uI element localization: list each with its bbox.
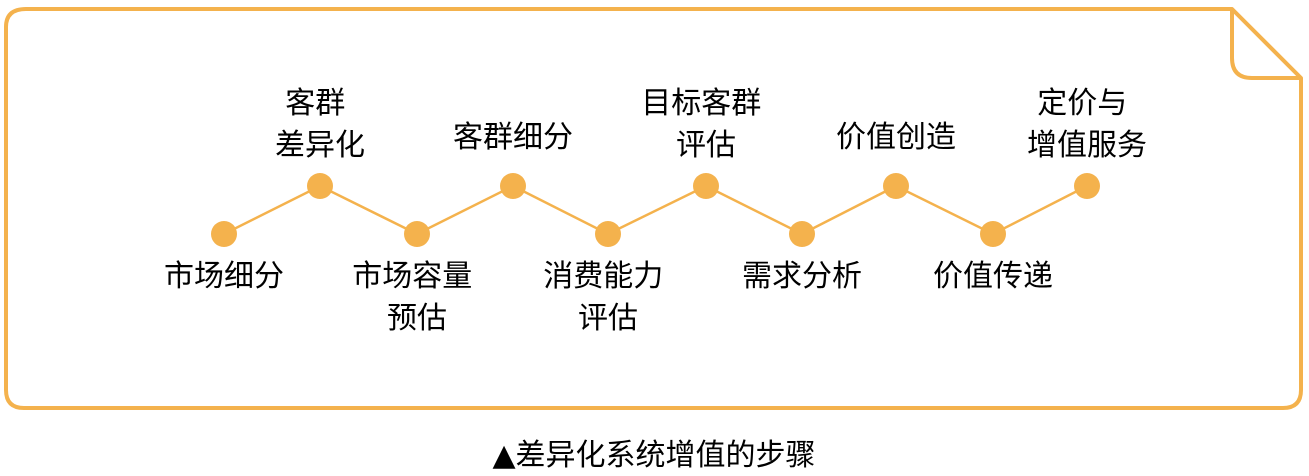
step-label-4: 客群细分 [453, 120, 573, 155]
step-dot-7 [789, 221, 815, 247]
step-label-3: 市场容量 预估 [352, 259, 482, 336]
step-dot-8 [883, 173, 909, 199]
step-dot-3 [404, 221, 430, 247]
step-dot-1 [211, 221, 237, 247]
step-label-9: 价值传递 [933, 259, 1053, 294]
step-dot-10 [1074, 173, 1100, 199]
step-label-8: 价值创造 [836, 120, 956, 155]
note-frame [4, 7, 1303, 410]
zigzag-connector [223, 184, 1088, 236]
step-dot-9 [980, 221, 1006, 247]
figure-caption: ▲差异化系统增值的步骤 [492, 438, 815, 473]
step-dot-5 [595, 221, 621, 247]
step-dot-2 [307, 173, 333, 199]
step-label-10: 定价与 增值服务 [1027, 86, 1147, 163]
step-label-1: 市场细分 [164, 259, 284, 294]
note-fold [1230, 9, 1301, 80]
step-label-7: 需求分析 [742, 259, 862, 294]
step-label-5: 消费能力 评估 [543, 259, 673, 336]
step-labels: 市场细分 客群 差异化 市场容量 预估 客群细分 消费能力 评估 目标客群 评估… [164, 86, 1147, 336]
step-label-6: 目标客群 评估 [641, 86, 771, 163]
step-dot-6 [693, 173, 719, 199]
step-dots [211, 173, 1100, 247]
step-dot-4 [500, 173, 526, 199]
step-label-2: 客群 差异化 [275, 86, 365, 163]
